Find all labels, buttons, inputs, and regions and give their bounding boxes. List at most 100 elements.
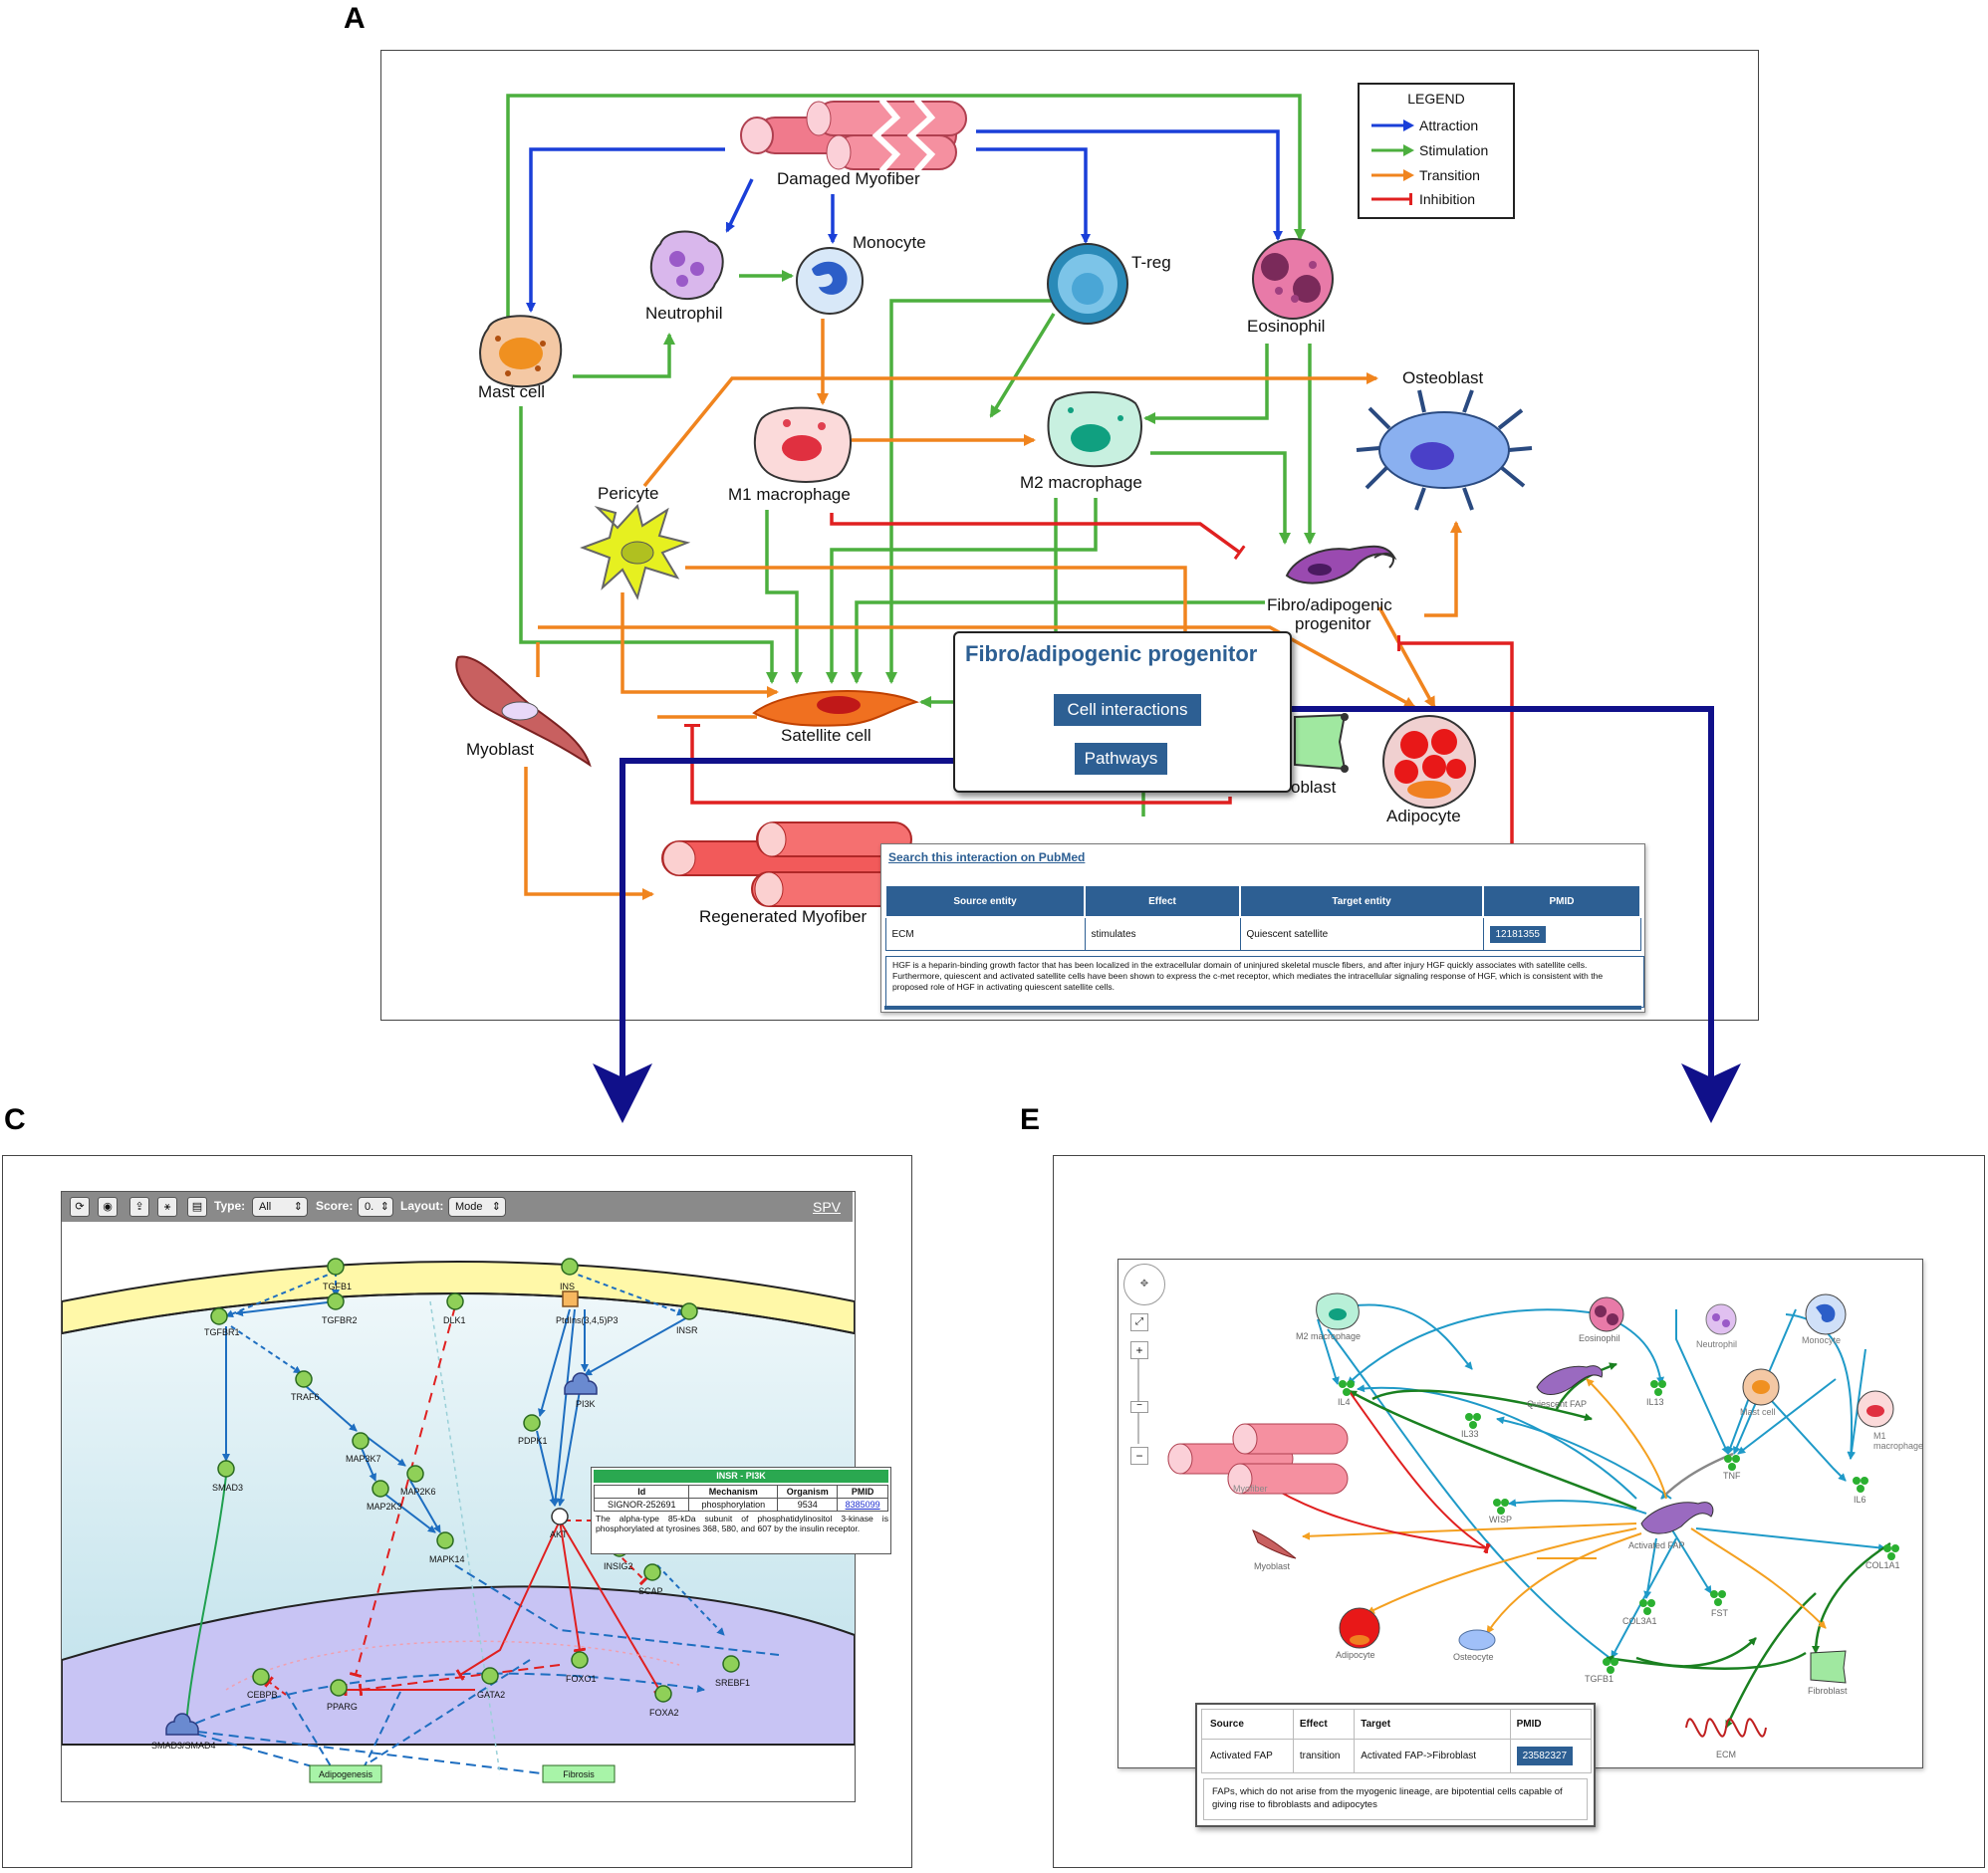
node-foxa2[interactable]: FOXA2 xyxy=(649,1708,679,1718)
label-m1-macrophage[interactable]: M1 macrophage xyxy=(1873,1431,1923,1451)
label-fibroblast-partial: oblast xyxy=(1291,778,1337,797)
node-smad3-smad4[interactable]: SMAD3/SMAD4 xyxy=(151,1741,216,1751)
activated-fap-icon xyxy=(1640,1502,1714,1534)
node-fibrosis[interactable]: Fibrosis xyxy=(563,1769,595,1779)
column-header: Source entity xyxy=(884,884,1086,918)
node-insr[interactable]: INSR xyxy=(676,1325,698,1335)
node-srebf1[interactable]: SREBF1 xyxy=(715,1678,751,1688)
zoom-in-icon[interactable]: + xyxy=(1130,1341,1148,1359)
node-tgfb1[interactable]: TGFB1 xyxy=(323,1282,353,1291)
label-il33[interactable]: IL33 xyxy=(1461,1429,1479,1439)
label-adipocyte[interactable]: Adipocyte xyxy=(1336,1650,1375,1660)
label-eosinophil: Eosinophil xyxy=(1247,317,1326,336)
fap-icon xyxy=(1285,545,1397,585)
label-adipocyte: Adipocyte xyxy=(1386,807,1461,825)
node-insig2[interactable]: INSIG2 xyxy=(604,1561,633,1571)
label-col1a1[interactable]: COL1A1 xyxy=(1865,1560,1900,1570)
zoom-out-icon[interactable]: − xyxy=(1130,1447,1148,1465)
mast-cell-icon xyxy=(1742,1368,1780,1406)
label-ecm[interactable]: ECM xyxy=(1716,1750,1736,1759)
label-tgfb1[interactable]: TGFB1 xyxy=(1585,1674,1615,1684)
node-smad3[interactable]: SMAD3 xyxy=(212,1483,244,1493)
fit-icon[interactable]: ⤢ xyxy=(1130,1313,1148,1331)
pmid-badge[interactable]: 12181355 xyxy=(1489,925,1546,943)
node-map2k3[interactable]: MAP2K3 xyxy=(367,1502,402,1512)
label-quiescent-fap[interactable]: Quiescent FAP xyxy=(1527,1399,1588,1409)
chevron-updown-icon: ⇕ xyxy=(293,1201,303,1213)
label-mast-cell[interactable]: Mast cell xyxy=(1740,1407,1776,1417)
node-traf6[interactable]: TRAF6 xyxy=(291,1392,320,1402)
label-monocyte[interactable]: Monocyte xyxy=(1802,1335,1842,1345)
label-damaged-myofiber: Damaged Myofiber xyxy=(777,169,920,188)
panel-f-table: Source Effect Target PMID Activated FAP … xyxy=(1201,1709,1593,1773)
label-eosinophil[interactable]: Eosinophil xyxy=(1579,1333,1620,1343)
node-pip3[interactable]: PtdIns(3,4,5)P3 xyxy=(556,1315,619,1325)
node-dlk1[interactable]: DLK1 xyxy=(443,1315,466,1325)
node-scap[interactable]: SCAP xyxy=(638,1586,663,1596)
node-map2k6[interactable]: MAP2K6 xyxy=(400,1487,436,1497)
pathways-button[interactable]: Pathways xyxy=(1075,743,1167,775)
refresh-icon[interactable]: ⟳ xyxy=(70,1197,90,1217)
pan-control[interactable]: ✥ xyxy=(1123,1264,1165,1305)
type-select[interactable]: All⇕ xyxy=(252,1197,308,1217)
neutrophil-icon xyxy=(649,230,724,301)
panel-d-table: Id Mechanism Organism PMID SIGNOR-252691… xyxy=(593,1485,888,1512)
table-icon[interactable]: ▤ xyxy=(187,1197,207,1217)
node-pdpk1[interactable]: PDPK1 xyxy=(518,1436,548,1446)
node-cebpb[interactable]: CEBPB xyxy=(247,1690,278,1700)
legend-item-attraction: Attraction xyxy=(1369,115,1478,136)
label-il4[interactable]: IL4 xyxy=(1338,1397,1351,1407)
osteocyte-icon xyxy=(1458,1629,1496,1651)
node-pi3k[interactable]: PI3K xyxy=(576,1399,596,1409)
label-myoblast[interactable]: Myoblast xyxy=(1254,1561,1291,1571)
zoom-slider-handle[interactable]: − xyxy=(1130,1401,1148,1413)
label-mast-cell: Mast cell xyxy=(478,382,546,401)
cell-pmid-link[interactable]: 8385099 xyxy=(837,1498,888,1512)
label-activated-fap[interactable]: Activated FAP xyxy=(1628,1540,1685,1550)
label-tnf[interactable]: TNF xyxy=(1723,1471,1741,1481)
node-foxo1[interactable]: FOXO1 xyxy=(566,1674,597,1684)
column-header: Source xyxy=(1201,1709,1294,1740)
label-osteocyte[interactable]: Osteocyte xyxy=(1453,1652,1494,1662)
signor-viewer: TGFB1 INS TGFBR1 TGFBR2 DLK1 PtdIns(3,4,… xyxy=(61,1191,856,1802)
node-mapk14[interactable]: MAPK14 xyxy=(429,1554,465,1564)
score-select[interactable]: 0.⇕ xyxy=(358,1197,393,1217)
layout-select[interactable]: Mode⇕ xyxy=(448,1197,506,1217)
node-tgfbr1[interactable]: TGFBR1 xyxy=(204,1327,240,1337)
label-col3a1[interactable]: COL3A1 xyxy=(1622,1616,1657,1626)
layout-label: Layout: xyxy=(400,1199,444,1213)
node-map3k7[interactable]: MAP3K7 xyxy=(346,1454,381,1464)
label-il6[interactable]: IL6 xyxy=(1854,1495,1866,1505)
node-akt[interactable]: AKT xyxy=(550,1529,568,1539)
node-adipogenesis[interactable]: Adipogenesis xyxy=(318,1769,373,1779)
label-fst[interactable]: FST xyxy=(1711,1608,1728,1618)
label-wisp[interactable]: WISP xyxy=(1489,1515,1513,1524)
node-pparg[interactable]: PPARG xyxy=(327,1702,358,1712)
panel-label-c: C xyxy=(4,1103,26,1136)
spv-link[interactable]: SPV xyxy=(813,1199,842,1215)
label-il13[interactable]: IL13 xyxy=(1646,1397,1664,1407)
cell-interactions-button[interactable]: Cell interactions xyxy=(1054,694,1201,726)
label-satellite-cell: Satellite cell xyxy=(781,726,871,745)
label-neutrophil[interactable]: Neutrophil xyxy=(1696,1339,1738,1349)
label-m2-macrophage[interactable]: M2 macrophage xyxy=(1296,1331,1362,1341)
camera-icon[interactable]: ◉ xyxy=(98,1197,118,1217)
panel-b-interaction-card: Search this interaction on PubMed Source… xyxy=(880,843,1645,1013)
node-ins[interactable]: INS xyxy=(560,1282,576,1291)
node-gata2[interactable]: GATA2 xyxy=(477,1690,506,1700)
pmid-badge[interactable]: 23582327 xyxy=(1516,1747,1574,1765)
cell-target: Quiescent satellite xyxy=(1239,916,1484,951)
network-icon[interactable]: ⚹ xyxy=(157,1197,177,1217)
label-osteoblast: Osteoblast xyxy=(1402,368,1484,387)
cell-effect: stimulates xyxy=(1084,916,1241,951)
export-icon[interactable]: ⇪ xyxy=(129,1197,149,1217)
label-fibroblast[interactable]: Fibroblast xyxy=(1808,1686,1848,1696)
transition-arrow-icon xyxy=(1371,169,1414,181)
legend-label: Inhibition xyxy=(1419,191,1476,207)
pubmed-search-link[interactable]: Search this interaction on PubMed xyxy=(888,850,1086,864)
label-myofiber[interactable]: Myofiber xyxy=(1233,1484,1268,1494)
node-tgfbr2[interactable]: TGFBR2 xyxy=(322,1315,358,1325)
navigation-arrows xyxy=(593,706,1741,1123)
cell-source: ECM xyxy=(884,916,1086,951)
m2-macrophage-icon xyxy=(1316,1292,1360,1330)
